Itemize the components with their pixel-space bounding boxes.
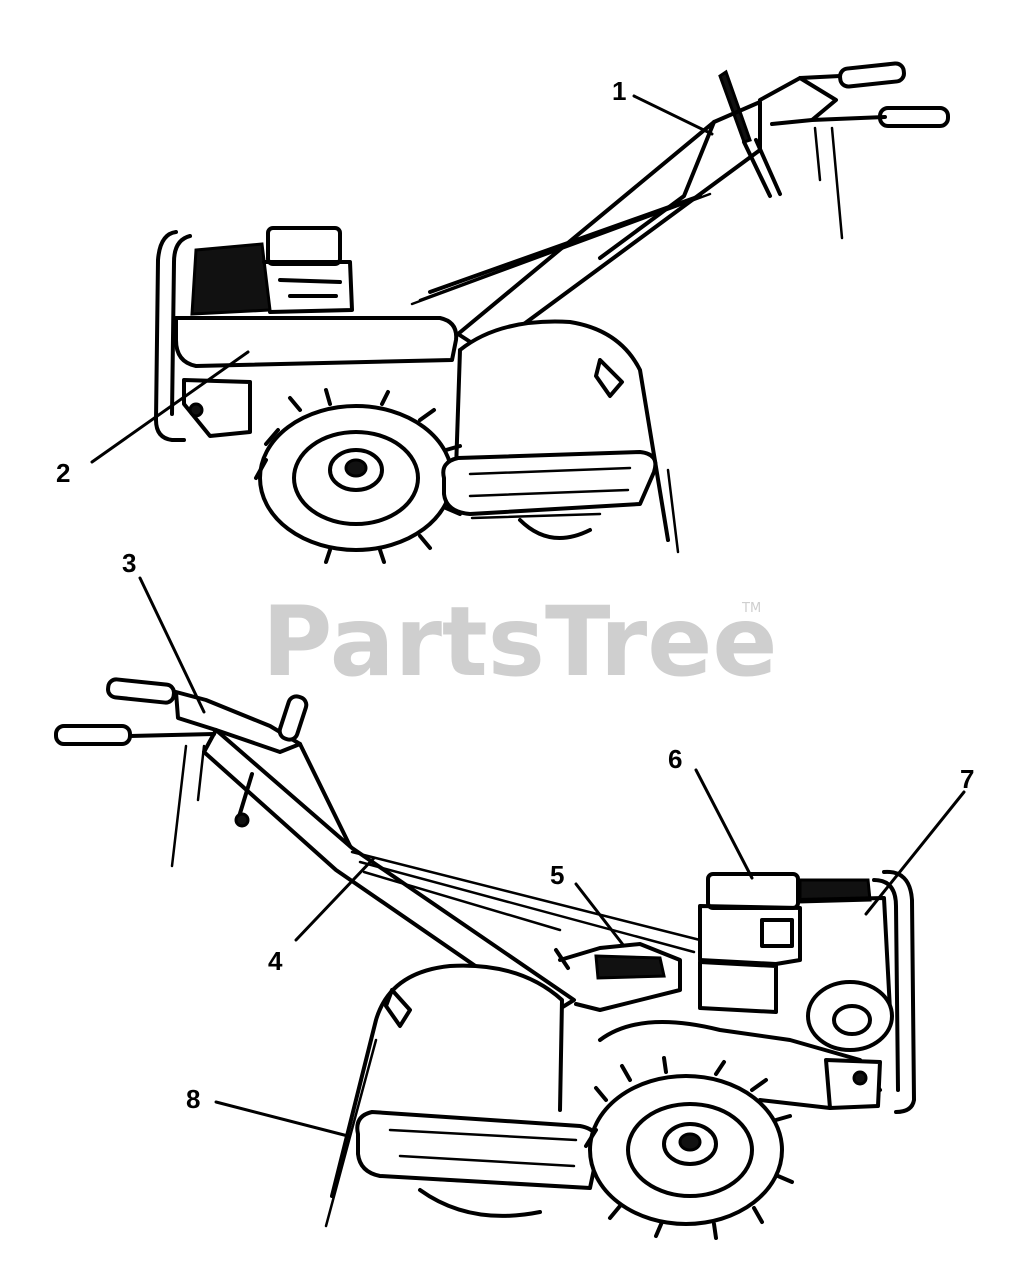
- lower-engine: [698, 872, 894, 1052]
- watermark: PartsTree TM: [262, 586, 777, 698]
- leader-6: [694, 768, 754, 880]
- lower-control-lever: [234, 694, 309, 828]
- lower-tiller-illustration: [54, 677, 916, 1240]
- upper-tine-shield: [441, 450, 658, 540]
- upper-handle-tube: [410, 100, 762, 354]
- leader-2: [90, 350, 250, 464]
- upper-wheel: [254, 388, 462, 564]
- callout-4: 4: [268, 946, 283, 976]
- leader-1: [632, 94, 714, 136]
- upper-control-lever: [718, 69, 782, 198]
- callout-7: 7: [960, 764, 974, 794]
- lower-wheel: [584, 1056, 794, 1240]
- callout-8: 8: [186, 1084, 200, 1114]
- upper-engine: [190, 226, 354, 316]
- leader-3: [138, 576, 206, 714]
- leader-4: [294, 856, 376, 942]
- lower-tine-shield: [355, 1110, 601, 1218]
- callout-leaders: [90, 94, 966, 1138]
- watermark-text: PartsTree: [262, 586, 777, 698]
- callout-1: 1: [612, 76, 626, 106]
- callout-labels: 1 2 3 4 5 6 7 8: [56, 76, 974, 1114]
- lower-frame: [554, 942, 882, 1110]
- leader-7: [864, 790, 966, 916]
- upper-front-bumper: [154, 230, 192, 442]
- lower-tine-hood: [324, 963, 564, 1228]
- lower-handle-grips: [54, 677, 302, 868]
- upper-handle-grips: [758, 61, 950, 240]
- leader-5: [574, 882, 626, 948]
- callout-6: 6: [668, 744, 682, 774]
- callout-3: 3: [122, 548, 136, 578]
- leader-8: [214, 1100, 350, 1138]
- callout-2: 2: [56, 458, 70, 488]
- upper-tiller-illustration: [154, 61, 950, 564]
- callout-5: 5: [550, 860, 564, 890]
- watermark-trademark: TM: [741, 601, 761, 616]
